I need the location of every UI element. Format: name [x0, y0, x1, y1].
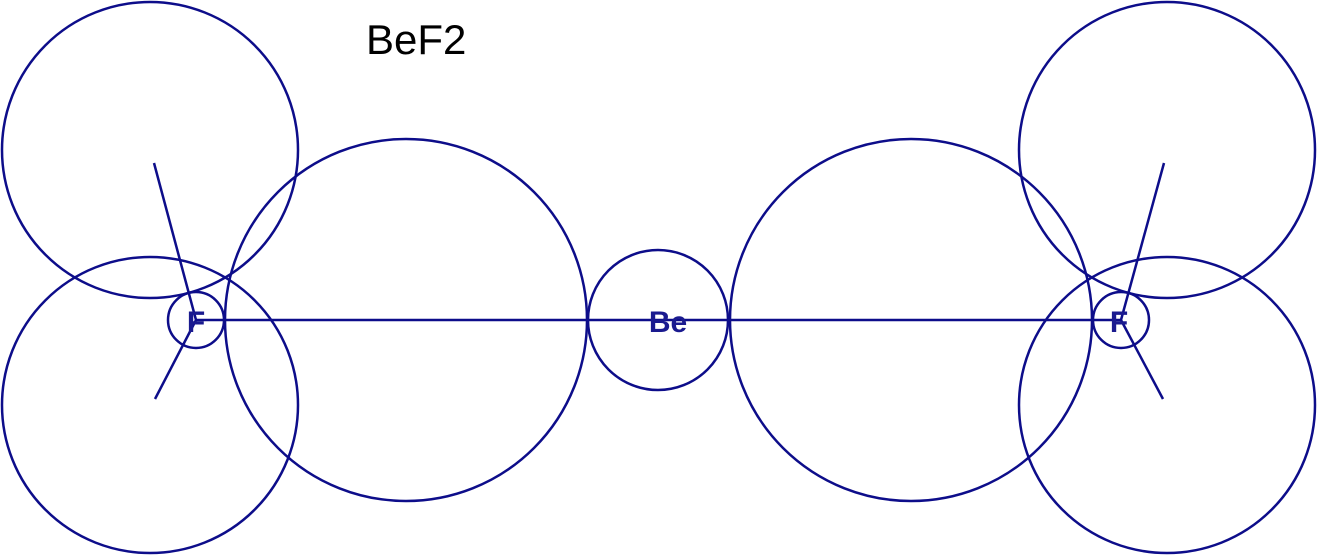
right-f-lower-orbital [1017, 255, 1317, 555]
right-atom-label: F [1110, 306, 1128, 339]
central-atom-label: Be [649, 306, 687, 339]
left-f-lower-orbital [0, 255, 300, 555]
right-f-upper-orbital [1017, 0, 1317, 300]
left-atom-label: F [187, 306, 205, 339]
right-f-upper-line [1119, 162, 1166, 321]
left-f-upper-orbital [0, 0, 300, 300]
left-f-lower-line [153, 319, 198, 400]
right-f-lower-line [1119, 319, 1165, 400]
diagram-title: BeF2 [366, 16, 466, 63]
left-f-upper-line [152, 162, 198, 321]
